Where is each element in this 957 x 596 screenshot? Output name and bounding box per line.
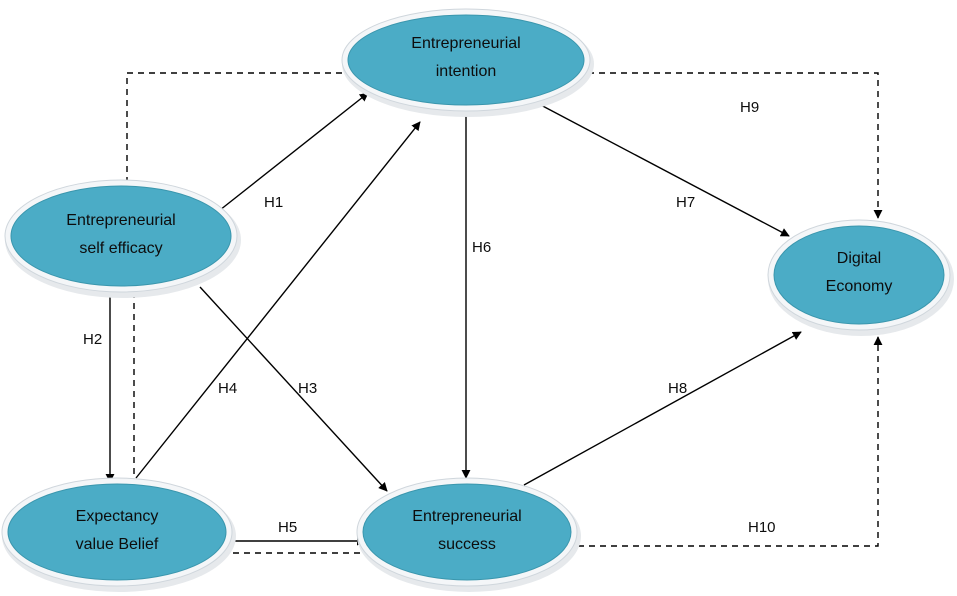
edge-h7: [536, 102, 790, 237]
node-expectancy-line1: Expectancy: [76, 508, 159, 525]
node-intention-line2: intention: [436, 63, 497, 80]
edge-h9-dashed: [126, 72, 878, 218]
edge-h4: [135, 121, 421, 479]
label-h2: H2: [83, 331, 102, 348]
node-digital-economy: Digital Economy: [767, 219, 954, 336]
edge-h3: [199, 286, 388, 492]
node-self-efficacy-line1: Entrepreneurial: [66, 212, 175, 229]
node-expectancy-line2: value Belief: [76, 536, 159, 553]
node-success-line1: Entrepreneurial: [412, 508, 521, 525]
label-h1: H1: [264, 194, 283, 211]
label-h5: H5: [278, 519, 297, 536]
label-h10: H10: [748, 519, 776, 536]
edge-h1: [219, 92, 369, 211]
label-h9: H9: [740, 99, 759, 116]
node-digital-economy-line1: Digital: [837, 250, 881, 267]
node-entrepreneurial-success: Entrepreneurial success: [356, 477, 581, 592]
edge-h10-dashed: [578, 336, 883, 547]
node-digital-economy-line2: Economy: [826, 278, 893, 295]
label-h3: H3: [298, 380, 317, 397]
edge-h8: [523, 331, 802, 486]
node-entrepreneurial-intention: Entrepreneurial intention: [341, 8, 594, 117]
label-h6: H6: [472, 239, 491, 256]
label-h7: H7: [676, 194, 695, 211]
label-h8: H8: [668, 380, 687, 397]
node-entrepreneurial-self-efficacy: Entrepreneurial self efficacy: [4, 179, 241, 298]
node-expectancy-value-belief: Expectancy value Belief: [1, 477, 236, 592]
node-success-line2: success: [438, 536, 496, 553]
node-intention-line1: Entrepreneurial: [411, 35, 520, 52]
node-self-efficacy-line2: self efficacy: [79, 240, 162, 257]
label-h4: H4: [218, 380, 237, 397]
